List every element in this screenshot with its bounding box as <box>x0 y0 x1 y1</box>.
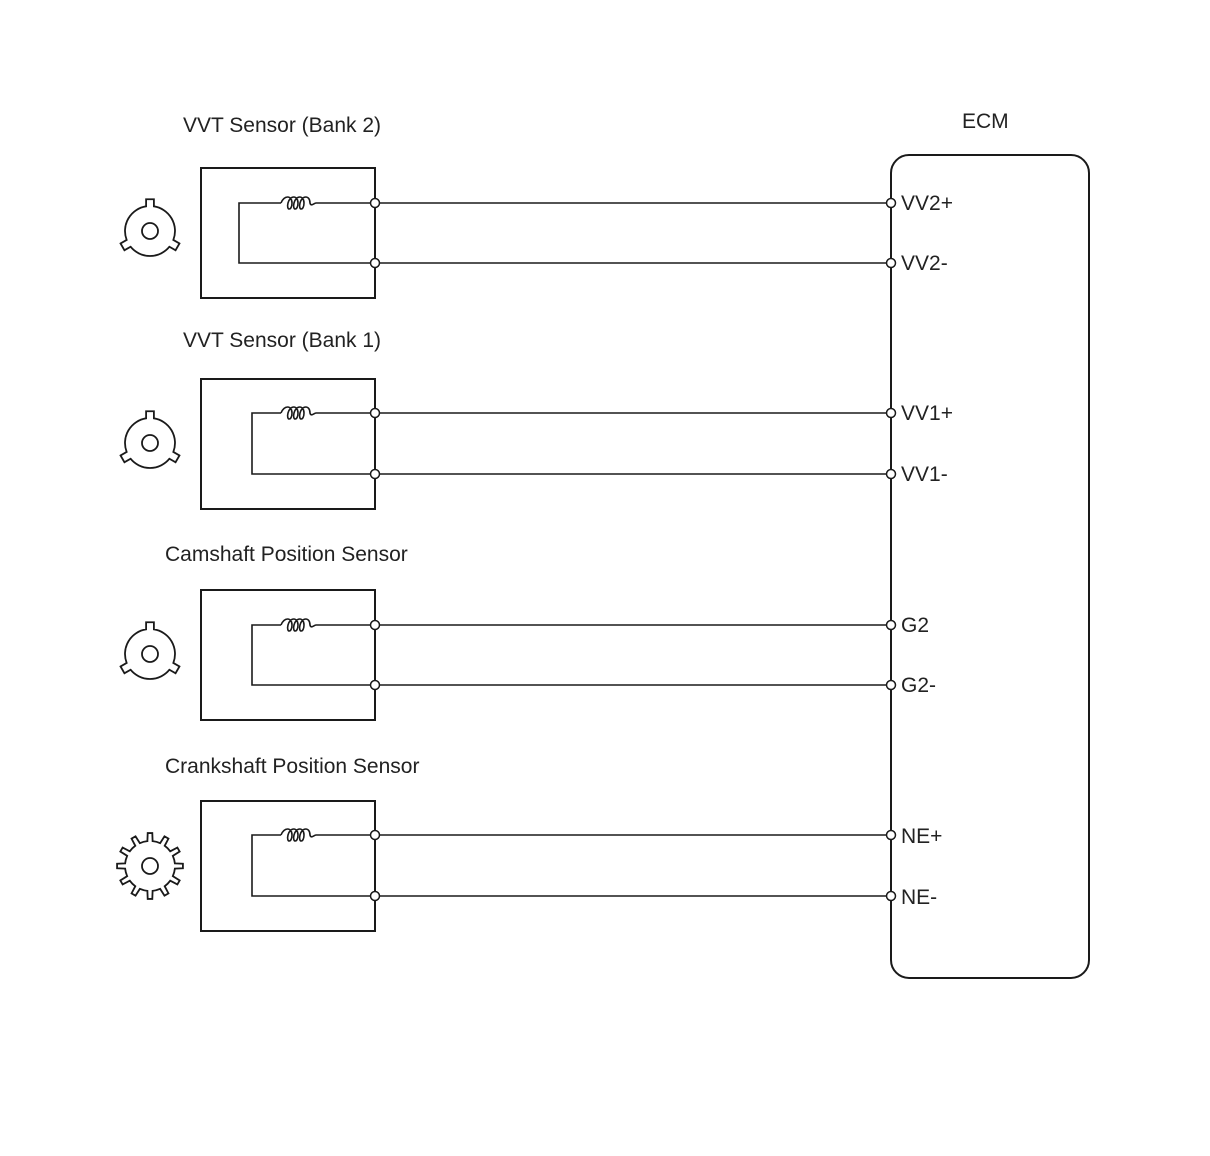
ecm-pin-label: G2 <box>901 614 929 637</box>
sensor-camshaft-position: Camshaft Position Sensor G2 G2- <box>119 543 936 721</box>
ecm-terminal <box>885 679 897 691</box>
connector-terminal <box>369 468 381 480</box>
connector-terminal <box>369 890 381 902</box>
ecm-terminal <box>885 890 897 902</box>
ecm-box <box>890 154 1090 979</box>
connector-terminal <box>369 197 381 209</box>
ecm-pin-label: NE- <box>901 886 937 909</box>
connector-terminal <box>369 679 381 691</box>
pickup-coil-loop <box>238 202 370 264</box>
three-tooth-rotor-icon <box>119 410 181 469</box>
three-tooth-rotor-icon <box>119 198 181 257</box>
connector-terminal <box>369 829 381 841</box>
three-tooth-rotor-icon <box>119 621 181 680</box>
sensor-body <box>200 167 376 299</box>
ecm-pin-label: VV1+ <box>901 402 953 425</box>
sensor-title: VVT Sensor (Bank 1) <box>183 329 381 352</box>
coil-icon <box>280 618 317 632</box>
ecm-pin-label: VV2- <box>901 252 948 275</box>
sensor-title: Camshaft Position Sensor <box>165 543 408 566</box>
ecm-pin-label: G2- <box>901 674 936 697</box>
coil-icon <box>280 828 317 842</box>
sensor-title: Crankshaft Position Sensor <box>165 755 419 778</box>
sensor-vvt-bank-2: VVT Sensor (Bank 2) VV2+ VV2- <box>119 114 953 299</box>
connector-terminal <box>369 619 381 631</box>
sensor-body <box>200 378 376 510</box>
multi-tooth-gear-icon <box>116 832 184 900</box>
coil-icon <box>280 196 317 210</box>
sensor-body <box>200 800 376 932</box>
ecm-pin-label: VV2+ <box>901 192 953 215</box>
pickup-coil-loop <box>251 624 370 686</box>
ecm-pin-label: NE+ <box>901 825 942 848</box>
ecm-terminal <box>885 468 897 480</box>
ecm-terminal <box>885 407 897 419</box>
ecm-title: ECM <box>962 110 1009 133</box>
sensor-crankshaft-position: Crankshaft Position Sensor NE+ NE- <box>116 755 942 932</box>
ecm-terminal <box>885 619 897 631</box>
pickup-coil-loop <box>251 834 370 897</box>
sensor-title: VVT Sensor (Bank 2) <box>183 114 381 137</box>
connector-terminal <box>369 407 381 419</box>
connector-terminal <box>369 257 381 269</box>
ecm-terminal <box>885 829 897 841</box>
sensor-body <box>200 589 376 721</box>
ecm-terminal <box>885 257 897 269</box>
ecm-terminal <box>885 197 897 209</box>
sensor-vvt-bank-1: VVT Sensor (Bank 1) VV1+ VV1- <box>119 329 953 510</box>
ecm-pin-label: VV1- <box>901 463 948 486</box>
pickup-coil-loop <box>251 412 370 475</box>
coil-icon <box>280 406 317 420</box>
